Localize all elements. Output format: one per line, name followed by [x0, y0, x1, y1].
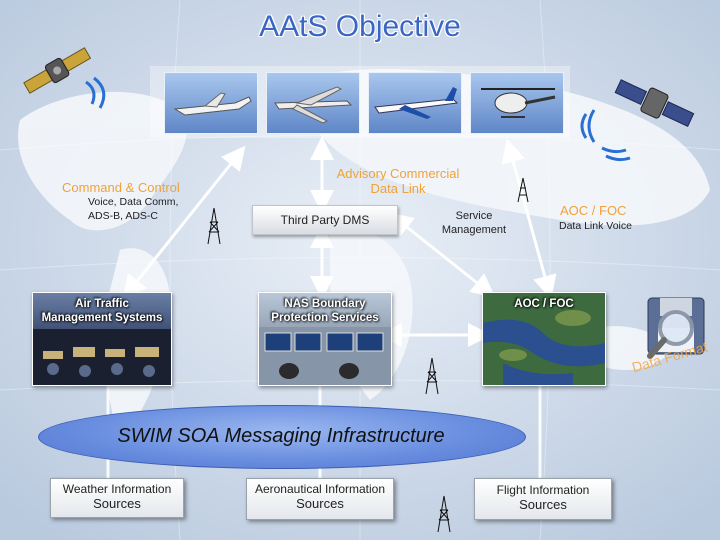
- radio-tower-icon: [207, 207, 221, 245]
- airplane-photo-2: [266, 72, 360, 134]
- aero-line1: Aeronautical Information: [254, 482, 386, 496]
- service-management-line2: Management: [441, 224, 507, 236]
- swim-ellipse: [38, 405, 526, 469]
- satellite-icon: [614, 79, 695, 128]
- weather-sources-box[interactable]: Weather Information Sources: [50, 478, 184, 518]
- service-management-label: Service Management: [436, 209, 512, 237]
- nas-line1: NAS Boundary: [284, 298, 366, 310]
- aoc-foc-panel[interactable]: AOC / FOC: [482, 292, 606, 386]
- atm-line1: Air Traffic: [75, 298, 129, 310]
- magnifier-icon: [647, 310, 694, 359]
- air-traffic-management-panel[interactable]: Air Traffic Management Systems: [32, 292, 172, 386]
- advisory-label: Advisory Commercial Data Link: [330, 166, 466, 196]
- command-control-line1: Voice, Data Comm,: [88, 196, 179, 208]
- page-title: AAtS Objective: [259, 10, 461, 43]
- aoc-panel-title: AOC / FOC: [514, 298, 574, 310]
- aoc-foc-top-subtitle: Data Link Voice: [559, 220, 632, 232]
- service-management-line1: Service: [455, 210, 493, 222]
- nas-boundary-panel[interactable]: NAS Boundary Protection Services: [258, 292, 392, 386]
- satellite-icon: [23, 47, 92, 94]
- flight-line1: Flight Information: [496, 483, 590, 497]
- aoc-foc-top-title: AOC / FOC: [560, 203, 627, 218]
- nas-line2: Protection Services: [271, 312, 379, 324]
- swim-label: SWIM SOA Messaging Infrastructure: [117, 425, 445, 447]
- weather-line2: Sources: [93, 496, 141, 511]
- atm-line2: Management Systems: [41, 312, 163, 324]
- airplane-photo-1: [164, 72, 258, 134]
- helicopter-photo: [470, 72, 564, 134]
- atm-panel-title: Air Traffic Management Systems: [33, 297, 171, 325]
- advisory-line2: Data Link: [370, 181, 426, 196]
- airplane-icon: [274, 86, 353, 124]
- satellite-map-image: [483, 293, 605, 385]
- weather-line1: Weather Information: [62, 482, 172, 496]
- signal-wave-icon: [580, 109, 631, 162]
- command-control-line2: ADS-B, ADS-C: [88, 210, 159, 222]
- airplane-icon: [374, 87, 459, 119]
- operations-center-image: [259, 327, 391, 385]
- aeronautical-sources-box[interactable]: Aeronautical Information Sources: [246, 478, 394, 520]
- helicopter-icon: [481, 88, 556, 118]
- aero-line2: Sources: [296, 496, 344, 511]
- airplane-photo-3: [368, 72, 462, 134]
- airplane-icon: [173, 92, 252, 116]
- radio-tower-icon: [517, 177, 529, 203]
- third-party-dms-box[interactable]: Third Party DMS: [252, 205, 398, 235]
- radio-tower-icon: [437, 495, 451, 533]
- command-control-title: Command & Control: [62, 180, 180, 195]
- signal-wave-icon: [85, 76, 106, 109]
- control-room-image: [33, 329, 171, 385]
- nas-panel-title: NAS Boundary Protection Services: [259, 297, 391, 325]
- advisory-line1: Advisory Commercial: [336, 166, 460, 181]
- radio-tower-icon: [425, 357, 439, 395]
- flight-sources-box[interactable]: Flight Information Sources: [474, 478, 612, 520]
- flight-line2: Sources: [519, 497, 567, 512]
